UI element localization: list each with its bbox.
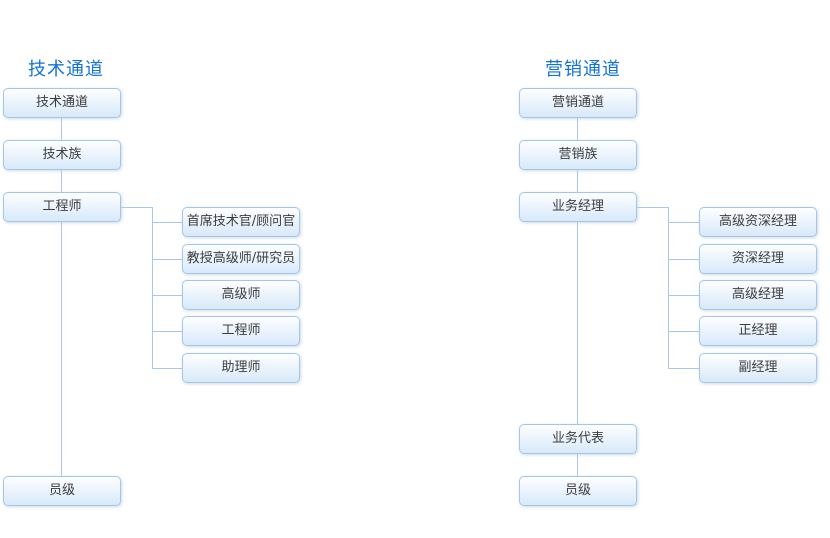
node-marketing-channel: 营销通道 bbox=[519, 88, 637, 118]
connector-vertical bbox=[577, 170, 578, 192]
connector-vertical bbox=[61, 118, 62, 140]
node-senior-manager: 高级经理 bbox=[699, 280, 817, 310]
connector-vertical bbox=[577, 222, 578, 424]
node-tech-family: 技术族 bbox=[3, 140, 121, 170]
node-chief-technology-officer: 首席技术官/顾问官 bbox=[182, 207, 300, 237]
connector-vertical bbox=[61, 170, 62, 192]
node-professor-senior-researcher: 教授高级师/研究员 bbox=[182, 244, 300, 274]
node-veteran-manager: 资深经理 bbox=[699, 244, 817, 274]
node-engineer-rank: 工程师 bbox=[182, 316, 300, 346]
node-marketing-staff-level: 员级 bbox=[519, 476, 637, 506]
node-business-representative: 业务代表 bbox=[519, 424, 637, 454]
chart-title-marketing: 营销通道 bbox=[545, 59, 621, 80]
node-marketing-family: 营销族 bbox=[519, 140, 637, 170]
node-tech-staff-level: 员级 bbox=[3, 476, 121, 506]
node-business-manager: 业务经理 bbox=[519, 192, 637, 222]
connector-stub bbox=[668, 368, 699, 369]
connector-vertical bbox=[577, 118, 578, 140]
node-engineer: 工程师 bbox=[3, 192, 121, 222]
connector-stub bbox=[152, 259, 182, 260]
connector-stub bbox=[668, 331, 699, 332]
node-full-manager: 正经理 bbox=[699, 316, 817, 346]
node-senior-engineer: 高级师 bbox=[182, 280, 300, 310]
node-assistant-engineer: 助理师 bbox=[182, 353, 300, 383]
node-deputy-manager: 副经理 bbox=[699, 353, 817, 383]
connector-trunk bbox=[668, 207, 669, 368]
connector-horizontal bbox=[637, 207, 669, 208]
connector-stub bbox=[668, 222, 699, 223]
connector-vertical bbox=[61, 222, 62, 476]
node-tech-channel: 技术通道 bbox=[3, 88, 121, 118]
node-senior-veteran-manager: 高级资深经理 bbox=[699, 207, 817, 237]
connector-stub bbox=[152, 331, 182, 332]
connector-stub bbox=[668, 259, 699, 260]
connector-horizontal bbox=[121, 207, 153, 208]
connector-stub bbox=[152, 368, 182, 369]
connector-stub bbox=[668, 295, 699, 296]
connector-vertical bbox=[577, 454, 578, 476]
chart-title-tech: 技术通道 bbox=[28, 59, 104, 80]
connector-trunk bbox=[152, 207, 153, 368]
connector-stub bbox=[152, 222, 182, 223]
connector-stub bbox=[152, 295, 182, 296]
